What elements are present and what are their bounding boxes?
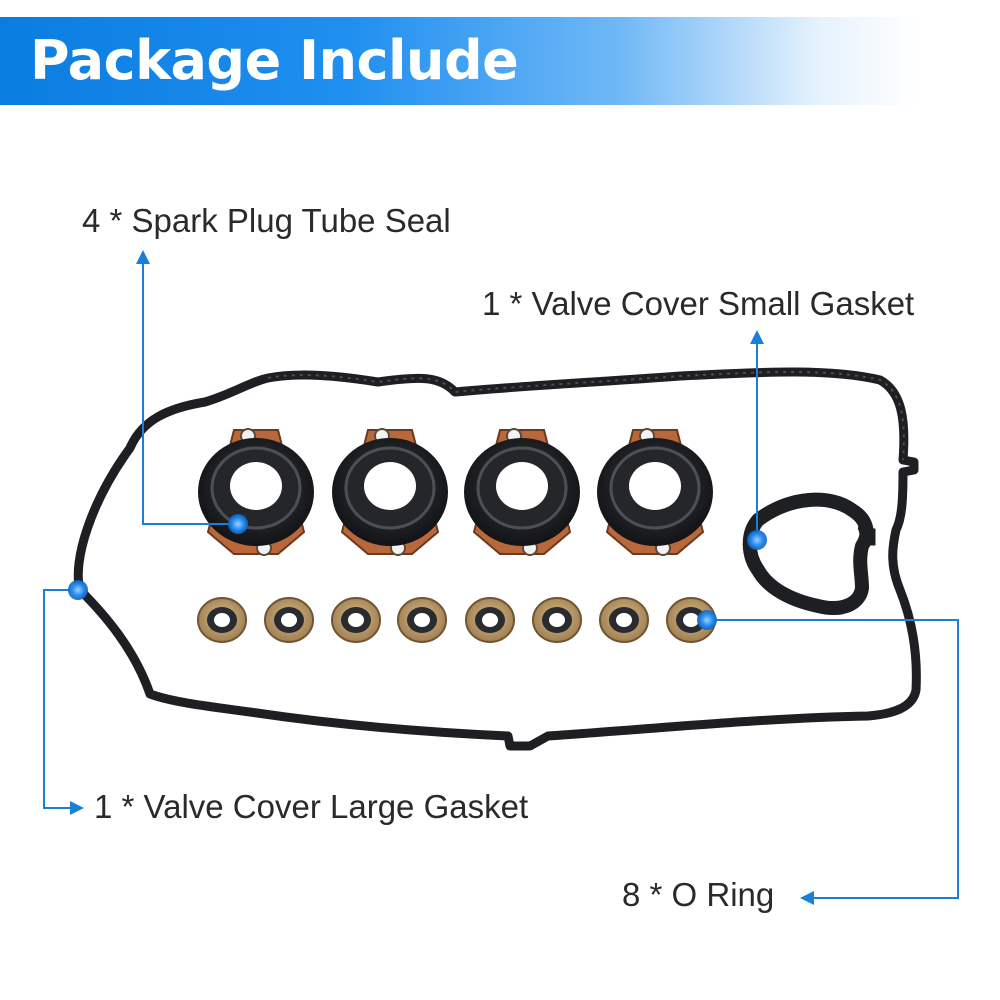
spark-plug-seal-1 bbox=[198, 428, 314, 556]
o-ring-4 bbox=[397, 597, 447, 643]
o-ring-1 bbox=[197, 597, 247, 643]
arrow-up-icon bbox=[750, 330, 764, 344]
large-gasket-leader bbox=[43, 589, 78, 809]
spark-plug-tube-seals bbox=[198, 428, 713, 556]
o-ring-7 bbox=[599, 597, 649, 643]
label-o-ring: 8 * O Ring bbox=[622, 876, 775, 913]
label-spark-plug-tube-seal: 4 * Spark Plug Tube Seal bbox=[82, 202, 451, 239]
valve-cover-large-gasket bbox=[73, 367, 921, 751]
o-ring-dot bbox=[697, 610, 717, 630]
label-valve-cover-small-gasket: 1 * Valve Cover Small Gasket bbox=[482, 285, 915, 322]
arrow-up-icon bbox=[136, 250, 150, 264]
arrow-right-icon bbox=[70, 801, 84, 815]
callout-arrows bbox=[70, 250, 814, 905]
label-valve-cover-large-gasket: 1 * Valve Cover Large Gasket bbox=[94, 788, 529, 825]
callout-dots bbox=[68, 514, 767, 630]
large-gasket-dot bbox=[68, 580, 88, 600]
o-ring-3 bbox=[331, 597, 381, 643]
o-ring-leader bbox=[707, 619, 959, 899]
valve-cover-small-gasket bbox=[742, 492, 876, 615]
header-banner: Package Include bbox=[0, 17, 1000, 105]
callout-lines bbox=[43, 262, 959, 899]
spark-plug-seal-4 bbox=[597, 428, 713, 556]
page-title: Package Include bbox=[30, 29, 519, 92]
o-ring-5 bbox=[465, 597, 515, 643]
o-ring-6 bbox=[532, 597, 582, 643]
small-gasket-dot bbox=[747, 530, 767, 550]
o-rings bbox=[197, 597, 716, 643]
spark-plug-seal-dot bbox=[228, 514, 248, 534]
spark-plug-seal-3 bbox=[464, 428, 580, 556]
o-ring-2 bbox=[264, 597, 314, 643]
spark-plug-seal-leader bbox=[142, 262, 238, 525]
spark-plug-seal-2 bbox=[332, 428, 448, 556]
arrow-left-icon bbox=[800, 891, 814, 905]
